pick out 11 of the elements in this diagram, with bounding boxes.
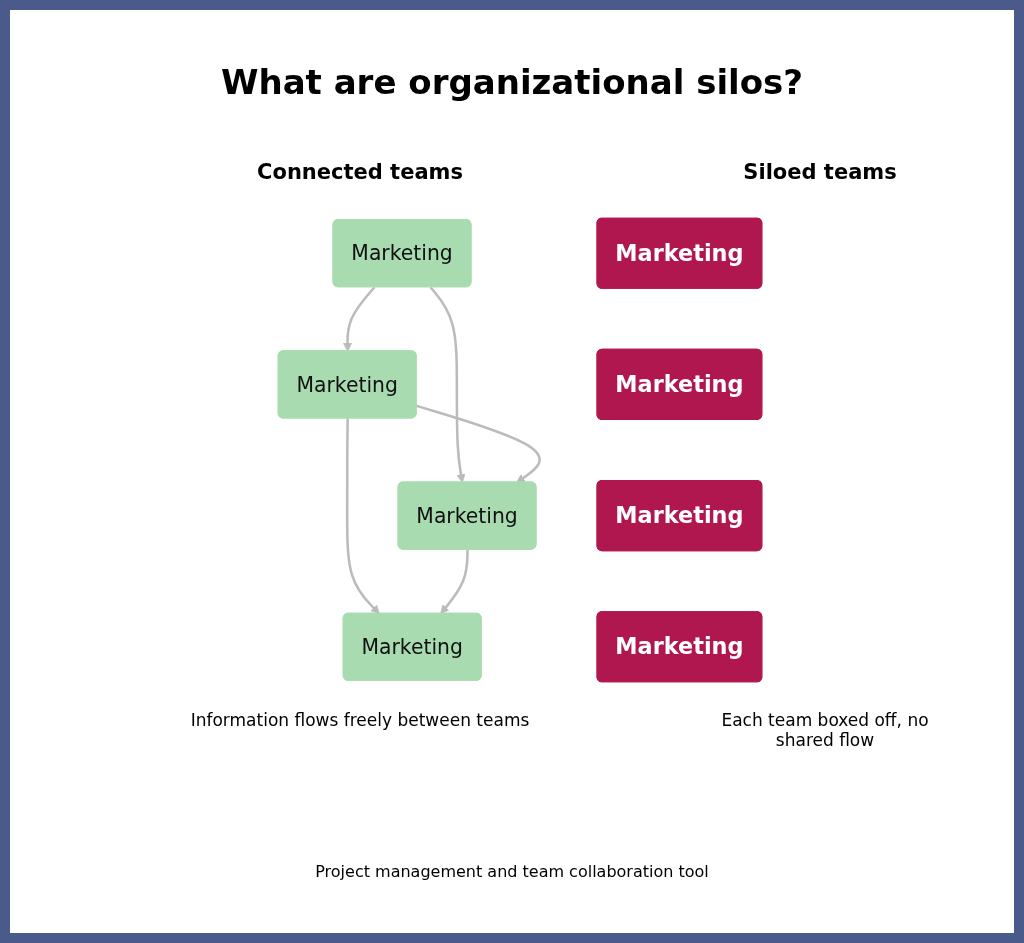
arrow <box>429 286 466 483</box>
arrow <box>343 286 376 352</box>
caption: Each team boxed off, no shared flow <box>720 710 930 750</box>
column-heading: Siloed teams <box>742 160 898 184</box>
arrow <box>440 549 469 615</box>
tagline: Project management and team collaboration tool <box>314 862 710 881</box>
arrow <box>345 418 380 615</box>
column-heading: Connected teams <box>256 160 464 184</box>
arrow <box>416 404 541 483</box>
caption: Information flows freely between teams <box>189 710 531 730</box>
title: What are organizational silos? <box>219 62 805 102</box>
